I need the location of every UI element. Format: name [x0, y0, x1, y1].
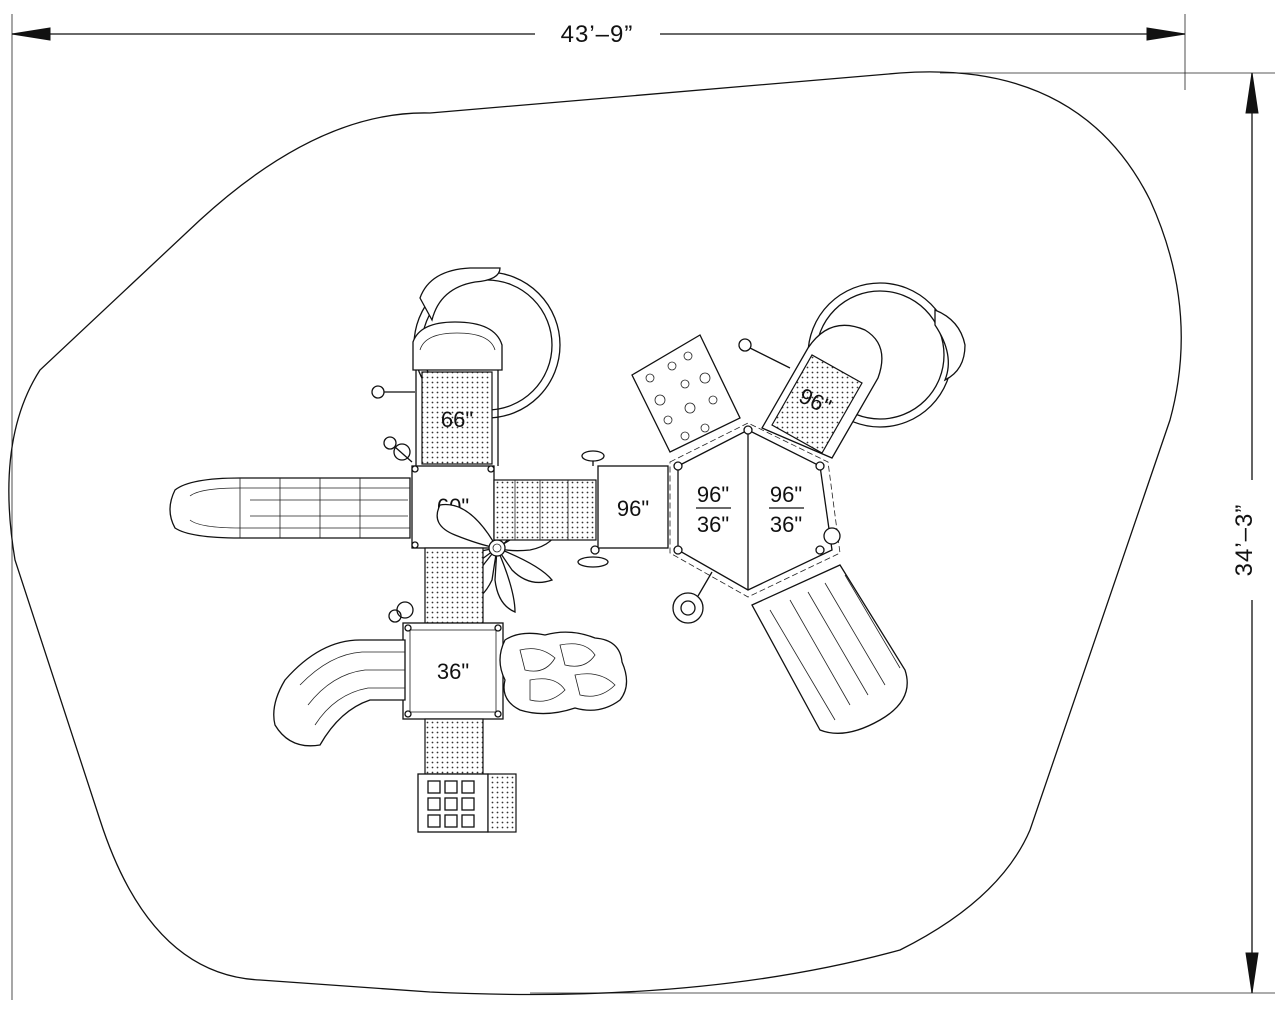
- width-dimension: 43’–9”: [11, 14, 1186, 1000]
- arrow-up-icon: [1245, 72, 1259, 114]
- tower-66-label: 66": [441, 407, 473, 432]
- wave-slide-right: [751, 564, 908, 734]
- hex-left-top-label: 96": [697, 482, 729, 507]
- width-dimension-label: 43’–9”: [561, 21, 634, 48]
- deck-96-label: 96": [617, 496, 649, 521]
- straight-slide-left: [169, 477, 411, 539]
- mesh-bridge: [493, 479, 597, 541]
- steering-wheel-top: [581, 450, 605, 466]
- arrow-right-icon: [1146, 27, 1186, 41]
- steering-wheel-bottom: [577, 545, 609, 568]
- rock-climbing-panel: [631, 334, 741, 453]
- use-zone-boundary: [8, 71, 1182, 996]
- steering-wheel-right: [738, 338, 791, 369]
- slide-96-entry: 96": [761, 324, 883, 459]
- curved-slide-left: [273, 639, 406, 747]
- mesh-link: [424, 547, 484, 629]
- hex-right-bottom-label: 36": [770, 512, 802, 537]
- rings-icon: [388, 601, 414, 623]
- tower-66-slide-entry: 66": [412, 321, 503, 466]
- deck-36-label: 36": [437, 659, 469, 684]
- deck-96: 96": [597, 465, 669, 549]
- entry-steps: [417, 718, 517, 833]
- depth-dimension: 34’–3”: [530, 72, 1275, 994]
- spiral-slide-right: [807, 282, 966, 428]
- spinner-panel: [672, 571, 713, 624]
- deck-36: 36": [402, 622, 504, 720]
- depth-dimension-label: 34’–3”: [1231, 504, 1258, 577]
- hex-right-top-label: 96": [770, 482, 802, 507]
- arrow-left-icon: [11, 27, 51, 41]
- hex-deck-pair: 96" 36" 96" 36": [669, 422, 841, 598]
- rock-climber: [499, 631, 628, 715]
- hex-left-bottom-label: 36": [697, 512, 729, 537]
- steering-wheel-left: [371, 385, 415, 399]
- telescope-icon: [383, 436, 413, 463]
- arrow-down-icon: [1245, 952, 1259, 994]
